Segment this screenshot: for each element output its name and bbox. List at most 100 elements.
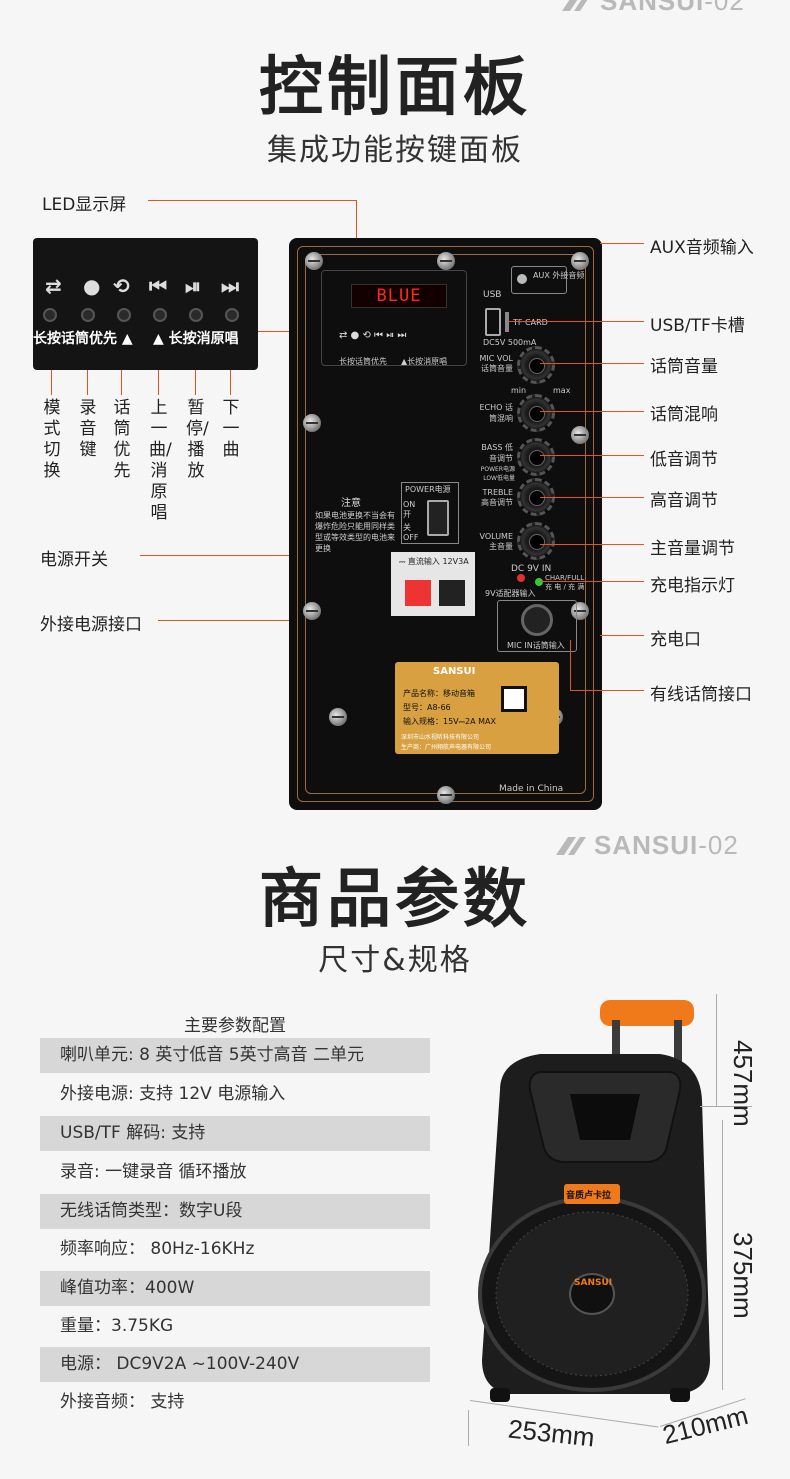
mic-jack[interactable]: [521, 604, 553, 636]
dc-negative-terminal[interactable]: [439, 580, 465, 606]
callout-line-usb: [508, 321, 644, 322]
panel-strip-b: ▲长按消原唱: [401, 357, 448, 366]
dc-input-label: ⎓ 直流输入 12V3A: [399, 557, 469, 566]
param-row: 无线话筒类型：数字U段: [40, 1194, 430, 1229]
param-row: USB/TF 解码: 支持: [40, 1116, 430, 1151]
notice-body: 如果电池更换不当会有爆炸危险只能用同样类型或等效类型的电池来更换: [315, 511, 395, 553]
leader-line: [121, 370, 122, 395]
qr-code-icon: [501, 686, 527, 712]
product-label-name: 产品名称：移动音箱: [403, 689, 475, 698]
dim-height: 375mm: [728, 1232, 758, 1319]
dc5v-label: DC5V 500mA: [483, 338, 537, 347]
zoom-button-hole: [43, 308, 57, 322]
mic-input-frame: [497, 600, 577, 652]
zoom-label-vocal-remove: ▲ 长按消原唱: [153, 331, 239, 347]
section-subtitle-control-panel: 集成功能按键面板: [267, 133, 523, 168]
zoom-button-hole: [189, 308, 203, 322]
brand-name: SANSUI: [600, 0, 705, 16]
params-header: 主要参数配置: [184, 1016, 286, 1036]
tf-label: TF CARD: [513, 318, 548, 327]
aux-jack[interactable]: [511, 266, 567, 294]
callout-mic-volume: 话筒音量: [650, 357, 718, 377]
button-strip-zoom: ⇄ ● ⟲ ⏮ ⏯ ⏭ 长按话筒优先 ▲ ▲ 长按消原唱: [33, 238, 258, 370]
callout-wired-mic: 有线话筒接口: [650, 685, 752, 705]
callout-line-aux: [600, 243, 644, 244]
callout-bass: 低音调节: [650, 450, 718, 470]
screw: [303, 414, 321, 432]
brand-watermark-top: SANSUI-02: [560, 0, 745, 17]
power-label: POWER电源: [405, 485, 451, 494]
charge-label: CHAR/FULL 充 电 / 充 满: [545, 574, 585, 591]
param-row: 录音: 一键录音 循环播放: [60, 1162, 247, 1182]
label-next: 下一曲: [222, 398, 240, 460]
power-switch-frame: [401, 482, 459, 544]
screw: [329, 708, 347, 726]
label-record: 录音键: [79, 398, 97, 460]
brand-suffix: -02: [698, 830, 739, 860]
display-module: [321, 270, 467, 366]
mic-in-label: MIC IN话筒输入: [507, 641, 565, 650]
callout-aux: AUX音频输入: [650, 238, 754, 258]
callout-volume: 主音量调节: [650, 539, 735, 559]
callout-line-bass: [540, 455, 644, 456]
control-panel-board: BLUE ⇄ ● ⟲ ⏮ ⏯ ⏭ 长按话筒优先 ▲长按消原唱 AUX 外接音频 …: [289, 238, 602, 810]
label-mode-switch: 模式切换: [43, 398, 61, 481]
mode-switch-icon: ⇄: [45, 274, 62, 298]
dc9v-label: DC 9V IN: [511, 564, 552, 574]
volume-label: VOLUME 主音量: [479, 532, 514, 551]
param-row: 频率响应： 80Hz-16KHz: [60, 1239, 255, 1259]
section-subtitle-params: 尺寸&规格: [318, 943, 472, 978]
brand-name: SANSUI: [594, 830, 699, 860]
param-row: 外接音频： 支持: [60, 1392, 185, 1412]
callout-led-display: LED显示屏: [42, 195, 127, 215]
sansui-logo-icon: [556, 836, 586, 855]
screw: [305, 252, 323, 270]
callout-line-echo: [540, 411, 644, 412]
callout-line-mic-jack-up: [570, 640, 571, 690]
low-power-label: POWER电源 LOW低电量: [480, 466, 515, 482]
product-label-input: 输入规格：15V⎓2A MAX: [403, 717, 496, 726]
dc-positive-terminal[interactable]: [405, 580, 431, 606]
callout-line-power: [140, 555, 436, 556]
mic-volume-label: MIC VOL 话筒音量: [479, 354, 513, 373]
charge-port-icon[interactable]: [517, 574, 525, 582]
dim-line-handle: [716, 994, 717, 1106]
callout-echo: 话筒混响: [650, 405, 718, 425]
power-switch[interactable]: [427, 500, 449, 536]
speaker-image: 音质卢卡拉 SANSUI: [470, 990, 720, 1410]
next-icon: ⏭: [221, 274, 239, 298]
callout-line-charge-led: [540, 581, 644, 582]
screw: [571, 426, 589, 444]
zoom-label-mic-priority: 长按话筒优先 ▲: [33, 331, 133, 347]
treble-label: TREBLE 高音调节: [481, 488, 513, 507]
speaker-badge: 音质卢卡拉: [566, 1191, 612, 1201]
param-row: 峰值功率：400W: [40, 1271, 430, 1306]
section-title-control-panel: 控制面板: [259, 51, 531, 125]
callout-line-charge-port: [600, 635, 644, 636]
adapter-label: 9V适配器输入: [485, 589, 536, 598]
volume-knob[interactable]: [517, 522, 555, 560]
product-label: [395, 662, 559, 754]
play-pause-icon: ⏯: [185, 274, 201, 298]
param-row: 外接电源: 支持 12V 电源输入: [60, 1084, 286, 1104]
callout-charge-port: 充电口: [650, 630, 701, 650]
callout-charge-indicator: 充电指示灯: [650, 576, 735, 596]
label-play-pause: 暂停/播放: [186, 398, 209, 481]
usb-label: USB: [483, 290, 502, 300]
callout-line-treble: [540, 497, 644, 498]
callout-line-mic-vol: [540, 363, 644, 364]
bass-knob[interactable]: [517, 438, 555, 476]
repeat-icon: ⟲: [113, 274, 130, 298]
power-on-label: ON 开: [403, 500, 416, 519]
aux-label: AUX 外接音频: [533, 271, 585, 280]
mic-volume-knob[interactable]: [517, 346, 555, 384]
zoom-button-hole: [153, 308, 167, 322]
panel-strip-a: 长按话筒优先: [339, 357, 387, 366]
tf-card-slot[interactable]: [505, 312, 509, 332]
echo-knob[interactable]: [517, 394, 555, 432]
screw: [437, 252, 455, 270]
usb-port[interactable]: [485, 308, 501, 336]
dim-line-height: [722, 1120, 723, 1390]
leader-line: [230, 370, 231, 395]
dim-tick: [700, 1106, 752, 1107]
